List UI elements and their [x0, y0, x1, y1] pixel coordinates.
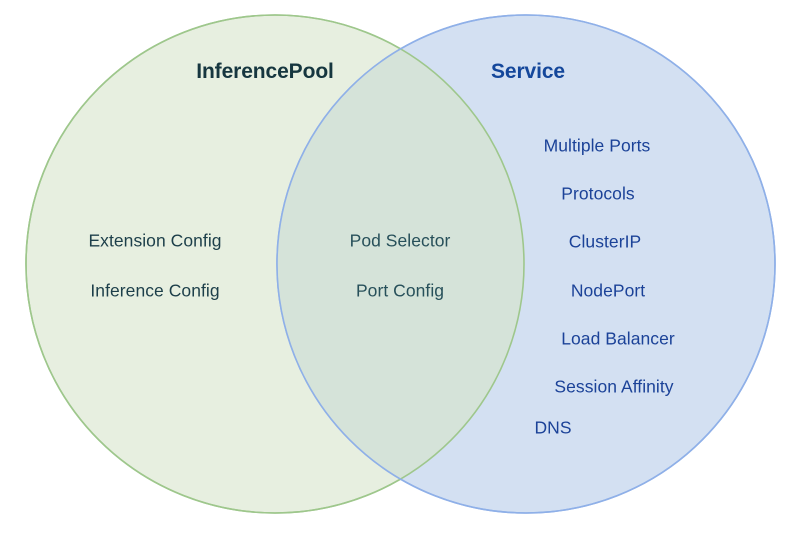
venn-item-left: Inference Config [90, 280, 220, 301]
venn-item-right: Load Balancer [561, 328, 675, 349]
venn-item-right: Protocols [561, 183, 635, 204]
venn-item-right: ClusterIP [568, 231, 642, 252]
circle-intersection-region [277, 15, 524, 513]
venn-item-right: DNS [534, 417, 572, 438]
venn-item-left: Extension Config [88, 230, 222, 251]
venn-item-right: NodePort [570, 280, 646, 301]
venn-item-overlap: Pod Selector [349, 230, 451, 251]
venn-item-right: Session Affinity [554, 376, 674, 397]
venn-item-overlap: Port Config [355, 280, 445, 301]
circle-inferencepool-outline [25, 14, 525, 514]
set-title-inferencepool: InferencePool [196, 60, 334, 83]
venn-item-right: Multiple Ports [543, 135, 651, 156]
circle-service-outline [276, 14, 776, 514]
set-title-service: Service [490, 60, 566, 83]
